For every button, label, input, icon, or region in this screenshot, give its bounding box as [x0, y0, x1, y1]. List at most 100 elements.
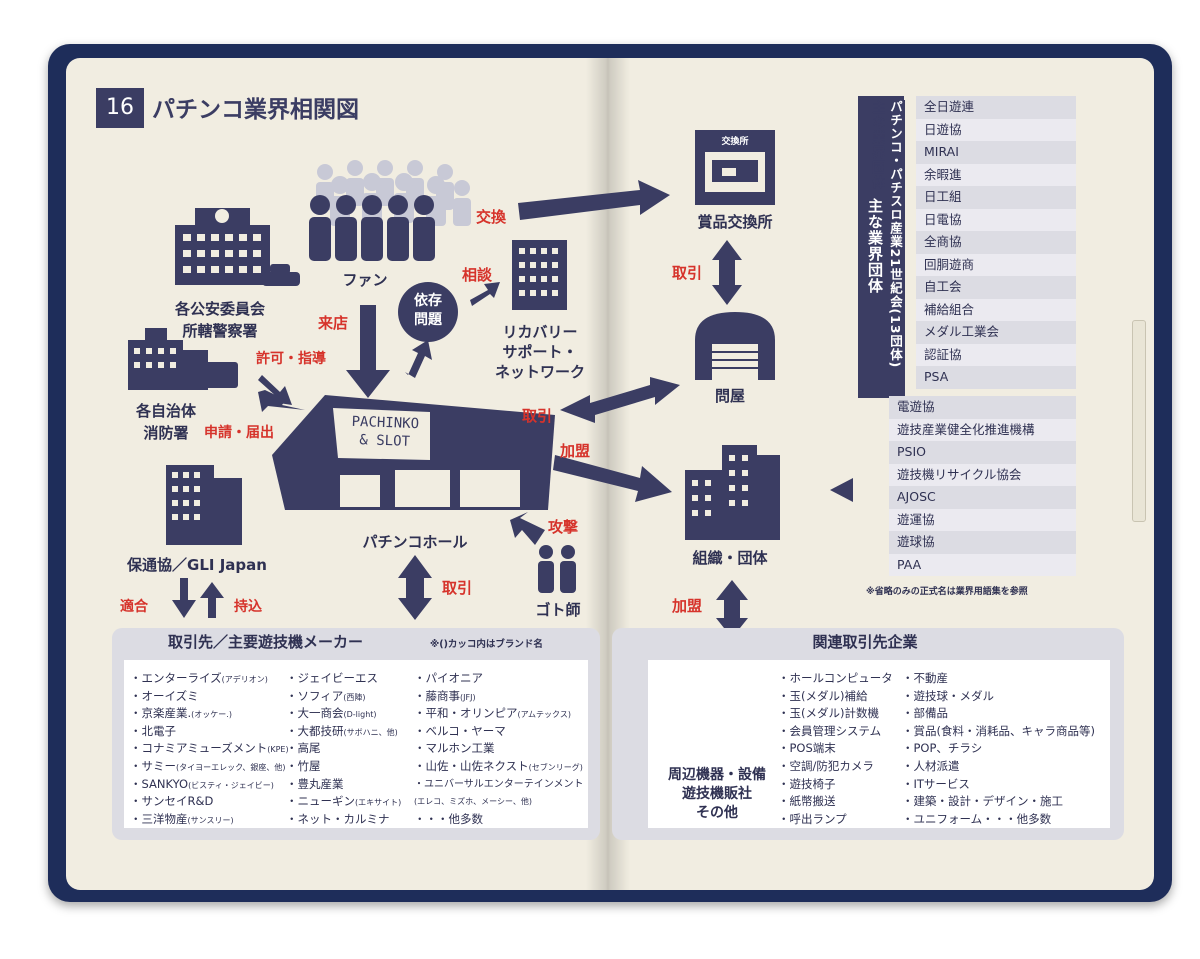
related-item: ・会員管理システム	[778, 723, 882, 738]
maker-item: ・ソフィア(西陣)	[286, 688, 366, 703]
hall-sign-line1: PACHINKO	[351, 413, 420, 433]
maker-item: ・三洋物産(サンスリー)	[130, 811, 234, 826]
related-building-line2: 遊技機販社	[682, 786, 752, 802]
association-item: 全日遊連	[916, 96, 1076, 119]
related-item: ・ITサービス	[902, 776, 970, 791]
arrow-trade-maker	[398, 555, 432, 620]
arrow-consult	[470, 282, 500, 306]
related-item: ・呼出ランプ	[778, 811, 847, 826]
wholesaler-label: 問屋	[714, 387, 745, 405]
related-item: ・空調/防犯カメラ	[778, 758, 874, 773]
arrow-exchange	[518, 180, 670, 220]
group21-bar	[888, 96, 904, 398]
municipal-label-line1: 各自治体	[135, 402, 196, 420]
association-item: 電遊協	[889, 396, 1076, 419]
arrow-label-join-org: 加盟	[560, 442, 591, 460]
gotoshi-icon	[538, 545, 576, 593]
arrow-attack	[510, 512, 545, 545]
arrow-label-trade-wholesale: 取引	[522, 407, 553, 425]
related-col2: ・不動産 ・遊技球・メダル ・部備品 ・賞品(食料・消耗品、キャラ商品等) ・P…	[902, 670, 1108, 828]
arrow-label-attack: 攻撃	[548, 518, 579, 536]
maker-item: ・エンターライズ(アデリオン)	[130, 671, 268, 685]
association-item: 認証協	[916, 343, 1076, 366]
related-list-box	[648, 660, 1110, 828]
makers-list-box	[124, 660, 588, 828]
related-item: ・人材派遣	[902, 758, 960, 773]
organization-building-icon	[685, 445, 780, 540]
maker-item: ・藤商事(JFJ)	[414, 688, 476, 703]
police-station-icon	[175, 208, 300, 286]
bookmark-ribbon	[1132, 320, 1146, 522]
arrow-label-exchange: 交換	[476, 208, 507, 226]
arrow-visit	[346, 305, 390, 398]
association-item: 全商協	[916, 231, 1076, 254]
hall-sign-line2: & SLOT	[359, 432, 411, 450]
dependency-bubble-icon	[398, 282, 458, 342]
related-item: ・紙幣搬送	[778, 794, 836, 809]
association-item: PSIO	[889, 441, 1076, 464]
dependency-label: 依存 問題	[408, 292, 448, 330]
association-item: 遊技機リサイクル協会	[889, 463, 1076, 486]
police-label: 各公安委員会 所轄警察署	[170, 298, 270, 342]
dependency-label-line1: 依存	[414, 293, 442, 309]
related-item: ・賞品(食料・消耗品、キャラ商品等)	[902, 723, 1095, 738]
arrow-label-apply: 申請・届出	[204, 425, 274, 441]
maker-item: ・ネット・カルミナ	[286, 811, 390, 826]
warehouse-icon	[695, 312, 775, 380]
fan-label: ファン	[342, 271, 388, 289]
maker-item: ・大一商会(D-light)	[286, 706, 377, 721]
maker-item: ・大都技研(サボハニ、他)	[286, 723, 398, 738]
association-item: 回胴遊商	[916, 253, 1076, 276]
related-building-line3: その他	[696, 805, 738, 821]
recovery-label: リカバリー サポート・ ネットワーク	[480, 322, 600, 382]
dependency-label-line2: 問題	[414, 312, 442, 328]
recovery-label-line3: ネットワーク	[494, 363, 585, 381]
maker-item: ・北電子	[130, 723, 176, 738]
arrow-label-bring: 持込	[234, 599, 262, 615]
related-item: ・ホールコンピュータ	[778, 671, 893, 685]
exchange-label: 賞品交換所	[697, 213, 773, 231]
municipal-label-line2: 消防署	[143, 424, 189, 442]
maker-item: ・サミー(タイヨーエレック、銀座、他)	[130, 758, 286, 773]
related-item: ・不動産	[902, 671, 948, 685]
maker-item: (エレコ、ミズホ、メーシー、他)	[414, 797, 533, 807]
related-item: ・ユニフォーム・・・他多数	[902, 811, 1052, 826]
arrow-bring	[200, 582, 224, 618]
maker-item: ・ベルコ・ヤーマ	[414, 723, 506, 738]
arrow-label-join-related: 加盟	[672, 597, 703, 615]
recovery-label-line2: サポート・	[502, 343, 578, 361]
group21-list: 全日遊連 日遊協 MIRAI 余暇進 日工組 日電協 全商協 回胴遊商 自工会 …	[916, 96, 1076, 389]
makers-col3: ・パイオニア ・藤商事(JFJ) ・平和・オリンピア(アムテックス) ・ベルコ・…	[414, 670, 586, 828]
association-item: 遊運協	[889, 508, 1076, 531]
recovery-label-line1: リカバリー	[502, 323, 578, 341]
gotoshi-label: ゴト師	[535, 601, 581, 619]
arrow-label-permit: 許可・指導	[256, 351, 326, 367]
arrow-label-trade-maker: 取引	[442, 579, 473, 597]
maker-item: ・平和・オリンピア(アムテックス)	[414, 706, 571, 721]
association-item: 自工会	[916, 276, 1076, 299]
maker-item: ・ユニバーサルエンターテインメント	[414, 778, 584, 790]
association-item: メダル工業会	[916, 321, 1076, 344]
page-number: 16	[96, 88, 144, 128]
association-item: 遊技産業健全化推進機構	[889, 418, 1076, 441]
related-header: 関連取引先企業	[812, 633, 918, 651]
municipal-office-icon	[128, 328, 238, 390]
hotsukyo-building-icon	[166, 465, 242, 545]
arrow-apply	[258, 390, 305, 412]
association-item: 日工組	[916, 186, 1076, 209]
maker-item: ・豊丸産業	[286, 776, 344, 791]
makers-col1: ・エンターライズ(アデリオン) ・オーイズミ ・京楽産業.(オッケー.) ・北電…	[130, 670, 288, 828]
maker-item: ・竹屋	[286, 758, 321, 773]
related-item: ・建築・設計・デザイン・施工	[902, 794, 1063, 809]
association-item: 遊球協	[889, 531, 1076, 554]
arrow-join-related	[716, 580, 748, 638]
arrow-label-visit: 来店	[318, 314, 349, 332]
association-item: 日電協	[916, 208, 1076, 231]
related-item: ・POS端末	[778, 741, 836, 756]
pachinko-hall-icon	[272, 395, 555, 510]
group-title-text: 主な業界団体	[860, 198, 886, 378]
exchange-sign: 交換所	[721, 137, 749, 147]
association-item: MIRAI	[916, 141, 1076, 164]
maker-item: ・コナミアミューズメント(KPE)	[130, 741, 288, 756]
maker-item: ・パイオニア	[414, 671, 483, 685]
